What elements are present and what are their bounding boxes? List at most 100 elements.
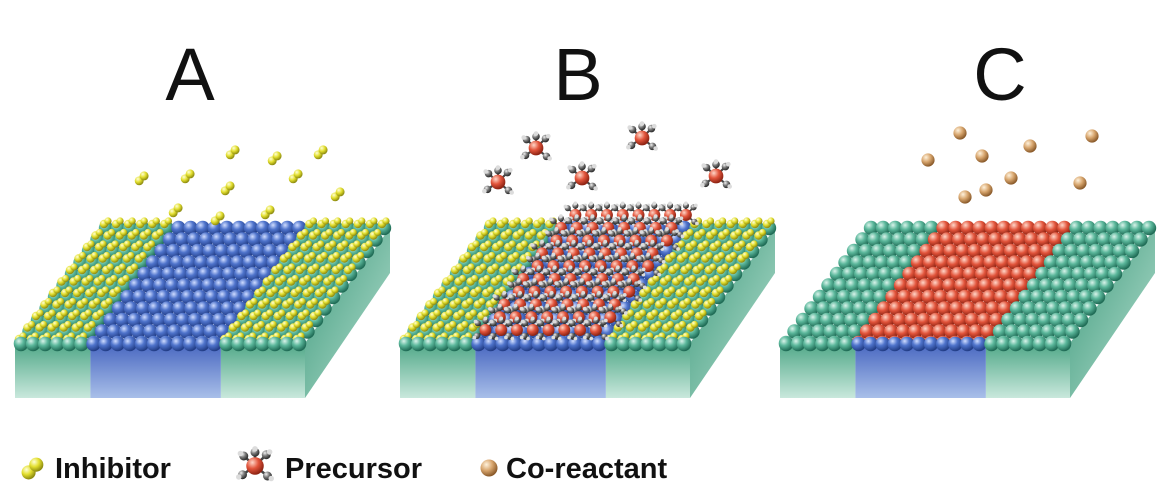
inhibitor-legend-icon bbox=[21, 457, 44, 480]
hydrogen-atom bbox=[605, 201, 609, 206]
hydrogen-atom bbox=[585, 281, 590, 286]
adsorbed-inhibitor bbox=[267, 274, 275, 283]
surface-atom bbox=[1028, 243, 1043, 259]
adsorbed-inhibitor bbox=[467, 263, 475, 271]
hydrogen-atom bbox=[608, 303, 613, 308]
adsorbed-inhibitor bbox=[429, 297, 438, 306]
hydrogen-atom bbox=[579, 204, 584, 209]
hydrogen-atom bbox=[497, 303, 502, 308]
inhibitor-atom bbox=[318, 145, 328, 155]
surface-atom bbox=[237, 278, 253, 293]
surface-atom bbox=[897, 289, 912, 305]
surface-atom bbox=[1129, 220, 1145, 236]
surface-atom bbox=[268, 220, 283, 236]
surface-atom bbox=[931, 243, 946, 259]
surface-atom bbox=[1090, 289, 1106, 305]
hydrogen-atom bbox=[653, 146, 658, 151]
surface-atom bbox=[922, 255, 938, 270]
adsorbed-inhibitor bbox=[466, 297, 474, 306]
adsorbed-inhibitor bbox=[96, 309, 105, 317]
adsorbed-inhibitor bbox=[320, 251, 328, 260]
surface-atom bbox=[137, 266, 152, 282]
adsorbed-inhibitor bbox=[309, 217, 318, 225]
adsorbed-inhibitor bbox=[478, 297, 486, 306]
hydrogen-atom bbox=[561, 242, 566, 247]
hydrogen-atom bbox=[533, 131, 539, 136]
adsorbed-inhibitor bbox=[89, 286, 97, 294]
adsorbed-inhibitor bbox=[507, 274, 515, 283]
adsorbed-inhibitor bbox=[70, 263, 78, 271]
hydrogen-atom bbox=[612, 217, 617, 222]
hydrogen-atom bbox=[559, 214, 563, 218]
adsorbed-inhibitor bbox=[370, 217, 378, 225]
surface-atom bbox=[251, 243, 266, 259]
surface-atom bbox=[235, 232, 250, 247]
surface-atom bbox=[185, 266, 201, 282]
surface-atom bbox=[1100, 243, 1116, 259]
surface-atom bbox=[907, 243, 922, 259]
panel-a-substrate bbox=[13, 145, 392, 398]
surface-atom bbox=[917, 278, 933, 293]
adsorbed-inhibitor bbox=[707, 297, 716, 306]
surface-atom bbox=[128, 278, 144, 293]
adsorbed-inhibitor bbox=[302, 309, 310, 317]
surface-atom bbox=[197, 266, 213, 282]
surface-atom bbox=[25, 336, 41, 352]
hydrogen-atom bbox=[578, 316, 582, 321]
adsorbed-inhibitor bbox=[716, 286, 724, 294]
surface-atom bbox=[972, 336, 987, 352]
hydrogen-atom bbox=[638, 214, 642, 218]
hydrogen-atom bbox=[548, 278, 553, 282]
adsorbed-inhibitor bbox=[275, 263, 284, 271]
adsorbed-inhibitor bbox=[84, 309, 92, 317]
hydrogen-atom bbox=[521, 265, 526, 270]
surface-atom bbox=[652, 336, 668, 352]
hydrogen-atom bbox=[515, 316, 519, 321]
surface-atom bbox=[74, 336, 89, 352]
adsorbed-inhibitor bbox=[449, 320, 457, 329]
adsorbed-inhibitor bbox=[672, 263, 681, 271]
adsorbed-inhibitor bbox=[702, 240, 710, 248]
surface-atom bbox=[866, 266, 881, 282]
inhibitor-molecule bbox=[220, 181, 235, 196]
adsorbed-inhibitor bbox=[258, 286, 267, 294]
adsorbed-inhibitor bbox=[687, 309, 695, 317]
adsorbed-inhibitor bbox=[101, 286, 109, 294]
adsorbed-inhibitor bbox=[56, 297, 65, 306]
surface-atom bbox=[900, 301, 916, 316]
hydrogen-atom bbox=[513, 303, 518, 308]
surface-atom bbox=[98, 336, 113, 352]
surface-atom bbox=[821, 278, 836, 293]
surface-atom bbox=[86, 336, 101, 352]
surface-atom bbox=[795, 312, 811, 328]
surface-atom bbox=[1035, 266, 1050, 282]
surface-atom bbox=[132, 289, 147, 305]
surface-atom bbox=[1047, 266, 1062, 282]
hydrogen-atom bbox=[592, 230, 596, 234]
adsorbed-inhibitor bbox=[322, 297, 331, 306]
adsorbed-inhibitor bbox=[93, 297, 101, 306]
hydrogen-atom bbox=[611, 278, 616, 282]
hydrogen-atom bbox=[638, 298, 643, 303]
surface-atom bbox=[1042, 289, 1057, 305]
adsorbed-inhibitor bbox=[462, 286, 470, 294]
surface-atom bbox=[898, 255, 914, 270]
surface-atom bbox=[967, 243, 983, 259]
surface-atom bbox=[988, 232, 1003, 247]
hydrogen-atom bbox=[570, 281, 574, 286]
hydrogen-atom bbox=[661, 259, 666, 264]
hydrogen-atom bbox=[502, 290, 507, 295]
hydrogen-atom bbox=[506, 281, 511, 286]
surface-atom bbox=[1092, 255, 1107, 270]
surface-atom bbox=[904, 312, 919, 328]
surface-atom bbox=[676, 336, 692, 352]
hydrogen-atom bbox=[567, 335, 571, 340]
surface-atom bbox=[1075, 278, 1090, 293]
surface-atom bbox=[802, 336, 818, 352]
adsorbed-inhibitor bbox=[72, 309, 80, 317]
hydrogen-atom bbox=[539, 294, 544, 298]
hydrogen-atom bbox=[660, 241, 665, 246]
surface-atom bbox=[948, 220, 963, 236]
surface-atom bbox=[495, 336, 510, 352]
hydrogen-atom bbox=[544, 230, 549, 234]
